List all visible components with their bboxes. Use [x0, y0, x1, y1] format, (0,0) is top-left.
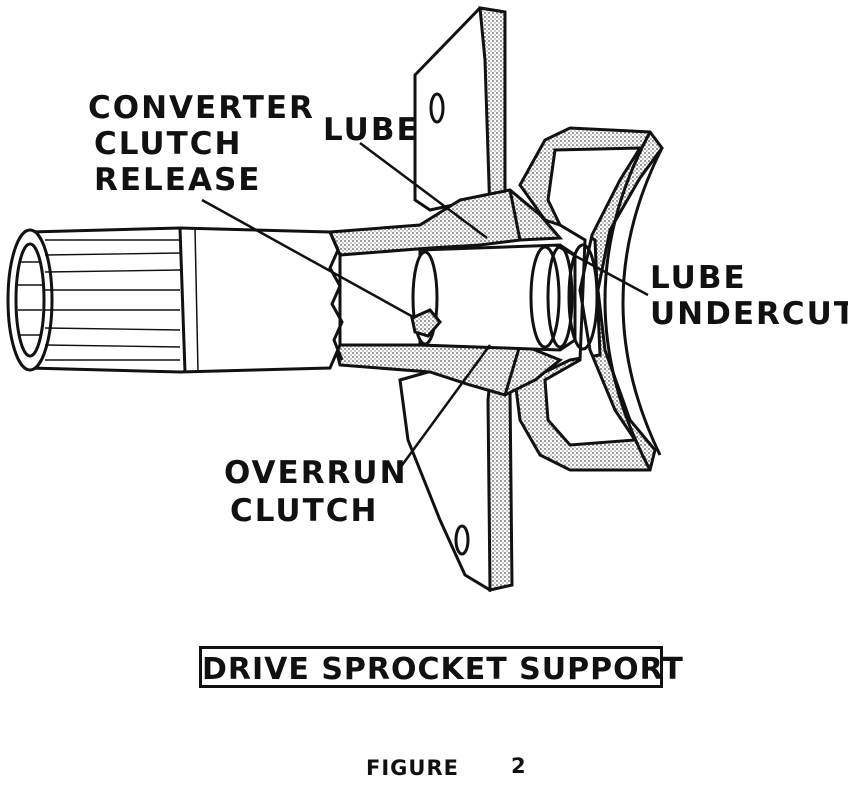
leader-lines: [201, 141, 649, 469]
bore: [410, 243, 599, 352]
figure-caption: FIGURE: [366, 756, 459, 780]
label-overrun: OVERRUN: [224, 455, 408, 491]
label-lube: LUBE: [323, 112, 420, 148]
leader-lube-undercut: [554, 243, 649, 297]
label-converter: CONVERTER: [88, 90, 315, 126]
figure-number: 2: [511, 754, 526, 778]
label-lube-undercut-line2: UNDERCUT: [650, 296, 848, 332]
flange-plate: [398, 6, 514, 593]
label-lube-undercut-line1: LUBE: [650, 260, 747, 296]
leader-overrun-clutch: [398, 344, 492, 469]
drum-housing: [513, 126, 664, 472]
label-overrun-clutch: CLUTCH: [230, 493, 379, 529]
label-release: RELEASE: [94, 162, 262, 198]
leader-lube: [359, 141, 488, 240]
diagram-title: DRIVE SPROCKET SUPPORT: [202, 652, 684, 687]
label-clutch: CLUTCH: [94, 126, 243, 162]
diagram-title-box: DRIVE SPROCKET SUPPORT: [199, 646, 684, 688]
leader-converter-clutch-release: [201, 198, 416, 320]
input-shaft: [6, 226, 344, 374]
